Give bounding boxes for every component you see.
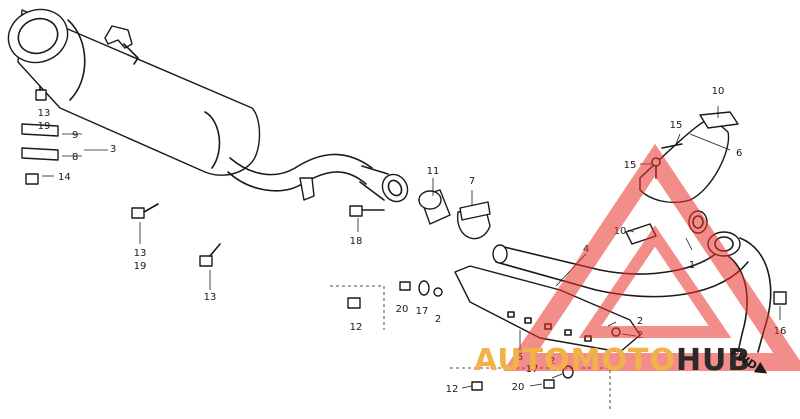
callout-14: 14 [58,172,71,183]
callout-3: 3 [110,144,116,155]
callout-10: 10 [614,226,627,237]
callout-10: 10 [712,86,725,97]
muffler [7,8,261,176]
watermark-text: AUTOMOTOHUB [474,343,751,378]
fwd-arrow-icon [753,362,768,374]
watermark-auto: AUTO [474,343,571,378]
callout-13: 13 [38,108,51,119]
connecting-pipe [227,153,409,203]
callout-17: 17 [416,306,429,317]
watermark-logo [503,143,800,371]
callout-13: 13 [204,292,217,303]
callout-8: 8 [72,152,78,163]
dashed-guide-left [330,285,385,330]
callout-2: 2 [637,316,643,327]
callout-1: 1 [689,260,695,271]
callout-12: 12 [350,322,363,333]
callout-12: 12 [446,384,459,395]
watermark-triangle-outer [503,143,800,371]
callout-20: 20 [512,382,525,393]
callout-15: 15 [624,160,637,171]
watermark-hub: HUB [676,343,751,378]
callout-20: 20 [396,304,409,315]
callout-9: 9 [72,130,78,141]
callout-19: 19 [134,261,147,272]
clamp-7 [457,201,491,240]
callout-15: 15 [670,120,683,131]
watermark-triangle-inner [578,225,732,338]
callout-6: 6 [736,148,742,159]
callout-7: 7 [469,176,475,187]
watermark-moto: MOTO [571,343,676,378]
callout-2: 2 [435,314,441,325]
gasket-11 [418,189,451,225]
fasteners [21,85,787,391]
callout-18: 18 [350,236,363,247]
callout-13: 13 [134,248,147,259]
callout-11: 11 [427,166,440,177]
callout-19: 19 [38,121,51,132]
